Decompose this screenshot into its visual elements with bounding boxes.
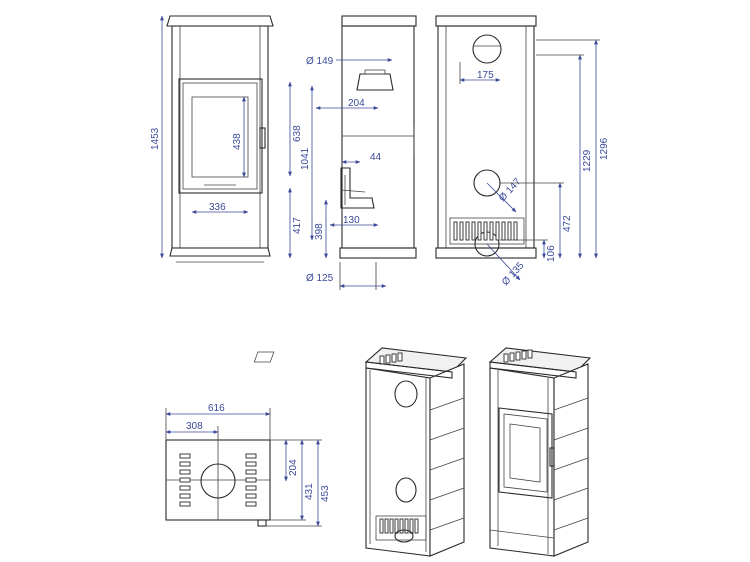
isometric-front-view xyxy=(488,347,592,557)
dim-d135: Ø 135 xyxy=(500,260,527,288)
dim-616: 616 xyxy=(208,403,225,414)
iso-front-top-slots xyxy=(503,349,533,363)
iso-top-slots xyxy=(379,352,403,365)
dim-130: 130 xyxy=(343,215,360,226)
front-view: 1453 438 638 417 336 xyxy=(150,15,303,263)
dim-438: 438 xyxy=(232,133,243,150)
dim-204-base: 204 xyxy=(288,459,299,476)
dim-1041: 1041 xyxy=(300,147,311,170)
isometric-rear-view xyxy=(253,347,468,557)
top-view: 616 308 204 431 453 xyxy=(165,403,331,527)
dim-453: 453 xyxy=(320,485,331,502)
dim-308: 308 xyxy=(186,421,203,432)
dim-1229: 1229 xyxy=(582,149,593,172)
rear-vent-slots xyxy=(453,221,518,241)
dim-204: 204 xyxy=(348,98,365,109)
dim-417: 417 xyxy=(292,217,303,234)
dim-638: 638 xyxy=(292,125,303,142)
rear-view: 175 1296 1229 Ø 147 472 106 Ø 135 xyxy=(435,15,610,288)
dim-431: 431 xyxy=(304,483,315,500)
top-vent-slots xyxy=(179,453,257,507)
dim-d125: Ø 125 xyxy=(306,273,334,284)
dim-398: 398 xyxy=(314,223,325,240)
side-view: Ø 149 204 1041 44 398 130 Ø 125 xyxy=(300,15,417,290)
dim-106: 106 xyxy=(546,245,557,262)
dim-44: 44 xyxy=(370,152,382,163)
dim-1296: 1296 xyxy=(599,137,610,160)
dim-175: 175 xyxy=(477,70,494,81)
dim-d147: Ø 147 xyxy=(497,176,524,204)
dim-336: 336 xyxy=(209,202,226,213)
dim-d149: Ø 149 xyxy=(306,56,334,67)
dim-1453: 1453 xyxy=(150,127,161,150)
dim-472: 472 xyxy=(562,215,573,232)
